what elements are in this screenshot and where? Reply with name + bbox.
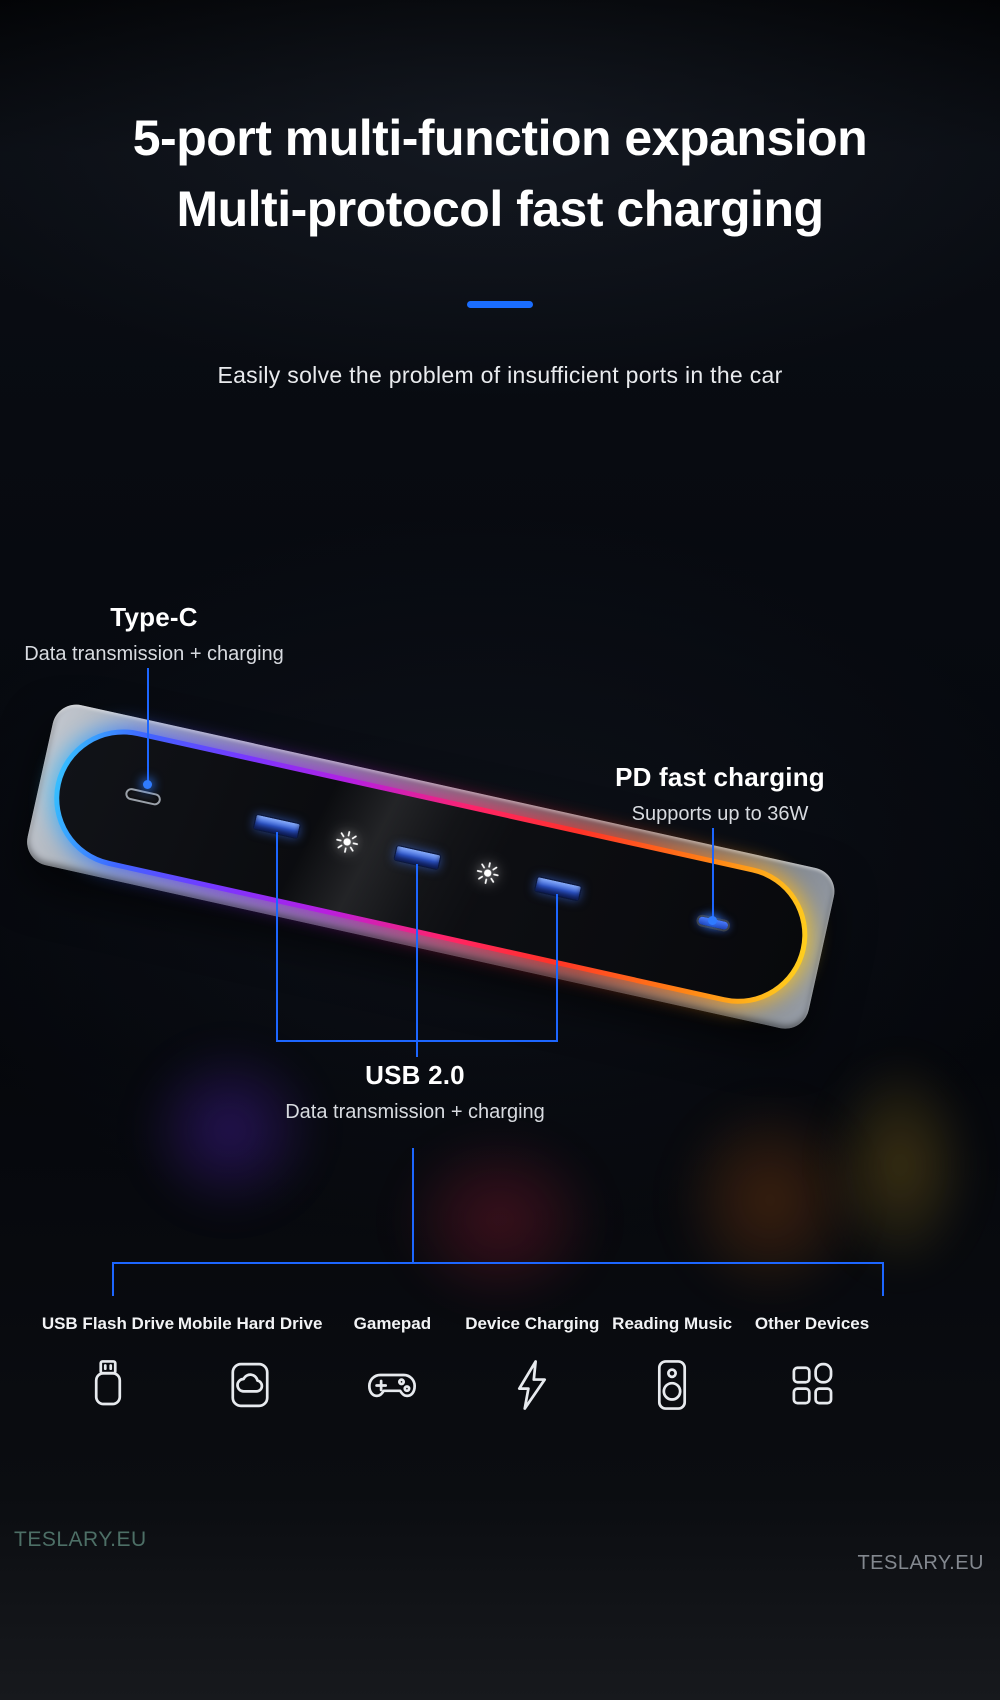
rgb-light-ring (40, 716, 821, 1018)
bracket-horizontal-line (112, 1262, 884, 1264)
use-case-gamepad: Gamepad (322, 1314, 462, 1414)
usb-flash-drive-icon (79, 1356, 137, 1414)
reflection-glow-yellow (795, 1010, 1000, 1320)
use-case-label: Device Charging (465, 1314, 600, 1333)
type-c-port (124, 786, 163, 807)
other-devices-icon (783, 1356, 841, 1414)
use-case-mobile-hard-drive: Mobile Hard Drive (177, 1314, 323, 1414)
use-case-label: Mobile Hard Drive (177, 1314, 323, 1333)
usb-hub-device (22, 700, 840, 1034)
use-case-row: USB Flash Drive Mobile Hard Drive Gamepa… (38, 1314, 882, 1414)
callout-pd-desc: Supports up to 36W (631, 803, 809, 825)
bracket-right-drop (882, 1262, 884, 1296)
callout-line-usb-2 (416, 864, 418, 1040)
callout-line-type-c (147, 668, 149, 784)
watermark-bottom-right: TESLARY.EU (857, 1552, 984, 1574)
use-case-label: Reading Music (612, 1314, 733, 1333)
callout-line-usb-3 (556, 894, 558, 1040)
reading-music-icon (643, 1356, 701, 1414)
callout-line-pd (712, 828, 714, 920)
callout-pd: PD fast charging Supports up to 36W (588, 762, 852, 826)
device-metal-frame (22, 700, 840, 1034)
use-case-label: Other Devices (754, 1314, 870, 1333)
device-front-panel (46, 722, 815, 1012)
title-line-1: 5-port multi-function expansion (132, 110, 868, 166)
gamepad-icon (363, 1356, 421, 1414)
reflection-glow-orange (635, 1055, 905, 1345)
use-case-label: Gamepad (353, 1314, 432, 1333)
use-case-usb-flash-drive: USB Flash Drive (38, 1314, 178, 1414)
reflection-glow-purple (105, 1010, 355, 1250)
callout-type-c: Type-C Data transmission + charging (8, 602, 300, 666)
callout-pd-title: PD fast charging (615, 762, 825, 792)
callout-type-c-desc: Data transmission + charging (24, 643, 284, 665)
bracket-left-drop (112, 1262, 114, 1296)
callout-usb2: USB 2.0 Data transmission + charging (265, 1060, 565, 1124)
callout-usb2-desc: Data transmission + charging (285, 1101, 545, 1123)
use-case-other-devices: Other Devices (742, 1314, 882, 1414)
accent-divider (467, 301, 533, 308)
callout-dot-pd (708, 916, 717, 925)
callout-line-usb-drop (416, 1040, 418, 1057)
callout-type-c-title: Type-C (110, 602, 198, 632)
page-title: 5-port multi-function expansion Multi-pr… (0, 103, 1000, 245)
callout-usb2-title: USB 2.0 (365, 1060, 465, 1090)
mobile-hard-drive-icon (221, 1356, 279, 1414)
use-case-device-charging: Device Charging (462, 1314, 602, 1414)
bracket-stem-line (412, 1148, 414, 1262)
led-light-icon (332, 826, 363, 857)
led-light-icon (472, 857, 503, 888)
device-charging-icon (503, 1356, 561, 1414)
subtitle: Easily solve the problem of insufficient… (217, 362, 783, 388)
reflection-glow-red (355, 1095, 645, 1345)
watermark-bottom-left: TESLARY.EU (14, 1528, 147, 1551)
callout-dot-type-c (143, 780, 152, 789)
use-case-label: USB Flash Drive (41, 1314, 175, 1333)
title-line-2: Multi-protocol fast charging (176, 181, 824, 237)
use-case-reading-music: Reading Music (602, 1314, 742, 1414)
callout-line-usb-1 (276, 832, 278, 1040)
